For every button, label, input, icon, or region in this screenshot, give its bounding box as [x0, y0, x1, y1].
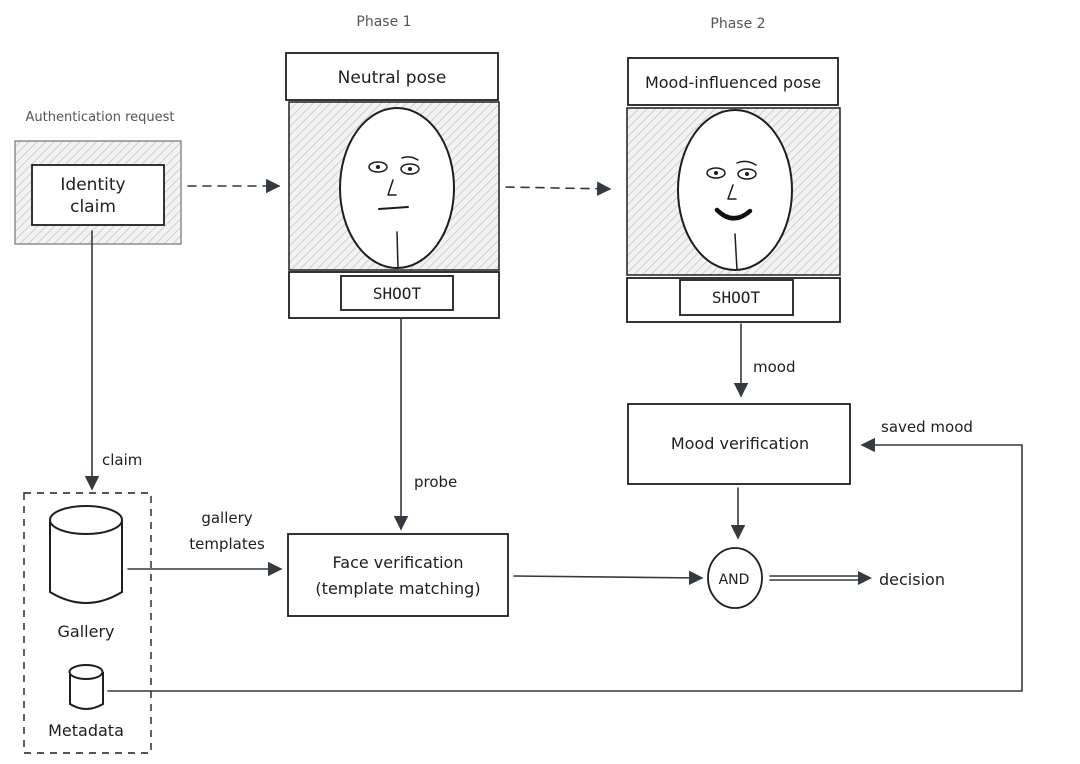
gallery-database-icon — [49, 505, 123, 604]
mood-shoot-label: SHOOT — [712, 288, 761, 307]
and-gate — [707, 547, 763, 609]
neutral-pose-header — [285, 52, 499, 101]
neutral-pose-title: Neutral pose — [338, 68, 447, 88]
identity-claim-line1: Identity — [60, 175, 125, 195]
face-verification-line1: Face verification — [333, 553, 464, 572]
identity-claim-line2: claim — [70, 197, 116, 217]
metadata-label: Metadata — [48, 721, 124, 740]
decision-arrow — [769, 571, 872, 585]
and-gate-label: AND — [719, 572, 750, 588]
mood-pose-header — [627, 57, 839, 106]
neutral-face-icon — [339, 107, 455, 269]
dashed-arrow-to-phase2 — [505, 181, 612, 196]
identity-claim-box — [31, 164, 165, 226]
saved-mood-arrow — [107, 437, 1023, 692]
mood-pose-title: Mood-influenced pose — [645, 73, 821, 92]
phase-2-label: Phase 2 — [710, 16, 765, 32]
mood-label: mood — [753, 358, 796, 376]
storage-group: Gallery Metadata — [23, 492, 152, 754]
face-to-and-arrow — [513, 570, 704, 586]
neutral-shoot-label: SHOOT — [373, 284, 422, 303]
mood-verification-label: Mood verification — [671, 434, 809, 453]
mood-verification-box — [627, 403, 851, 485]
metadata-database-icon — [68, 664, 104, 710]
gallery-templates-line1: gallery — [201, 509, 252, 527]
storage-dashed-boundary — [23, 492, 152, 754]
phase-1-label: Phase 1 — [356, 14, 411, 30]
face-verification-line2: (template matching) — [315, 579, 480, 598]
mood-pose-card: Mood-influenced pose SHOOT — [626, 57, 841, 323]
auth-request-group: Identity claim — [14, 140, 182, 245]
claim-label: claim — [102, 451, 142, 469]
auth-request-label: Authentication request — [26, 110, 175, 125]
neutral-pose-card: Neutral pose SHOOT — [285, 52, 500, 319]
gallery-templates-line2: templates — [189, 535, 265, 553]
decision-label: decision — [879, 570, 945, 589]
smiling-face-icon — [677, 109, 793, 271]
mood-shoot-button[interactable] — [679, 279, 794, 316]
probe-label: probe — [414, 473, 457, 491]
saved-mood-label: saved mood — [881, 418, 973, 436]
gallery-label: Gallery — [58, 622, 115, 641]
face-verification-box — [287, 533, 509, 617]
neutral-shoot-button[interactable] — [340, 275, 454, 311]
